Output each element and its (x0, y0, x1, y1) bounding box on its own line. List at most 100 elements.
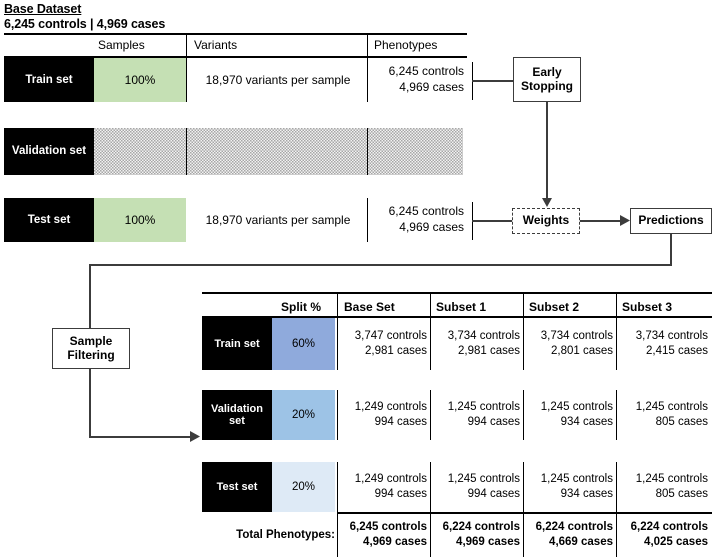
weights-box[interactable]: Weights (512, 208, 580, 234)
cell-controls: 6,224 controls (535, 521, 613, 534)
bottom-total-sep-3 (523, 513, 524, 557)
bottom-row-split-train: 60% (272, 318, 335, 370)
cell-cases: 2,801 cases (550, 345, 613, 357)
cell-cases: 994 cases (374, 416, 427, 428)
bottom-row3-sep-4 (616, 462, 617, 512)
top-row-samples-train: 100% (94, 58, 186, 102)
cell-cases: 2,415 cases (645, 345, 708, 357)
top-row-hatched-phenotypes (368, 128, 463, 175)
cell-controls: 1,245 controls (447, 401, 520, 414)
bottom-row3-sep-2 (430, 462, 431, 512)
cell-cases: 4,025 cases (644, 536, 708, 548)
earlystopping-to-weights-line (546, 102, 548, 200)
bottom-header-sep-3 (523, 293, 524, 316)
cell-controls: 1,245 controls (635, 473, 708, 486)
bottom-row-label-validation: Validation set (202, 390, 272, 440)
cell-cases: 994 cases (467, 488, 520, 500)
page-title: Base Dataset (4, 2, 82, 16)
bottom-row2-sep-4 (616, 390, 617, 440)
bottom-col-header-subset-2: Subset 2 (529, 300, 580, 314)
early-stopping-box[interactable]: Early Stopping (513, 57, 581, 102)
bottom-row-validation-base-set: 1,249 controls 994 cases (341, 390, 431, 440)
cell-cases: 4,969 cases (456, 536, 520, 548)
top-row-hatched-variants (187, 128, 367, 175)
predictions-left-line (89, 264, 672, 266)
predictions-down-line (670, 234, 672, 265)
sample-filtering-to-table-arrowhead (190, 431, 200, 442)
top-row-phenotypes-test-controls: 6,245 controls (388, 204, 464, 219)
bottom-row2-sep-1 (337, 390, 338, 440)
predictions-box[interactable]: Predictions (630, 208, 712, 234)
cell-cases: 934 cases (560, 488, 613, 500)
cell-controls: 1,245 controls (540, 473, 613, 486)
bottom-col-header-subset-1: Subset 1 (436, 300, 487, 314)
cell-cases: 2,981 cases (364, 345, 427, 357)
top-row-label-validation: Validation set (4, 128, 94, 175)
top-row-phenotypes-train-controls: 6,245 controls (388, 64, 464, 79)
cell-controls: 1,249 controls (354, 401, 427, 414)
sample-filtering-in-line (89, 305, 91, 329)
cell-controls: 1,245 controls (447, 473, 520, 486)
cell-cases: 4,669 cases (549, 536, 613, 548)
bottom-row-train-base-set: 3,747 controls 2,981 cases (341, 318, 431, 370)
bottom-table-top-rule (202, 292, 712, 294)
cell-controls: 6,224 controls (630, 521, 708, 534)
top-col-header-variants: Variants (194, 38, 238, 52)
bottom-row1-sep-3 (523, 318, 524, 370)
bottom-header-sep-4 (616, 293, 617, 316)
cell-cases: 2,981 cases (457, 345, 520, 357)
top-row1-sep-1 (186, 58, 187, 102)
sample-filtering-out-line (89, 369, 91, 437)
cell-cases: 4,969 cases (363, 536, 427, 548)
bottom-row-test-subset-3: 1,245 controls 805 cases (620, 462, 712, 512)
bottom-row-train-subset-2: 3,734 controls 2,801 cases (527, 318, 617, 370)
total-subset-3: 6,224 controls 4,025 cases (620, 513, 712, 557)
bottom-row-test-subset-2: 1,245 controls 934 cases (527, 462, 617, 512)
sample-filtering-box[interactable]: Sample Filtering (52, 328, 130, 369)
bottom-row-test-base-set: 1,249 controls 994 cases (341, 462, 431, 512)
bottom-row-split-test: 20% (272, 462, 335, 512)
top-table-top-rule (4, 33, 467, 35)
cell-controls: 1,245 controls (635, 401, 708, 414)
top-col-header-phenotypes: Phenotypes (374, 38, 438, 52)
bottom-row1-sep-2 (430, 318, 431, 370)
top-header-sep-1 (186, 34, 187, 56)
early-stopping-label: Early Stopping (521, 64, 573, 93)
weights-label: Weights (522, 213, 570, 228)
cell-controls: 1,249 controls (354, 473, 427, 486)
cell-controls: 1,245 controls (540, 401, 613, 414)
bottom-row1-sep-4 (616, 318, 617, 370)
bottom-row-test-subset-1: 1,245 controls 994 cases (434, 462, 524, 512)
top-row-label-test: Test set (4, 198, 94, 242)
bottom-row-validation-subset-2: 1,245 controls 934 cases (527, 390, 617, 440)
bottom-table-header-rule (202, 316, 712, 318)
total-base-set: 6,245 controls 4,969 cases (341, 513, 431, 557)
top-row-variants-train: 18,970 variants per sample (205, 72, 351, 87)
predictions-label: Predictions (638, 213, 704, 228)
bottom-total-sep-2 (430, 513, 431, 557)
bottom-row3-sep-3 (523, 462, 524, 512)
bottom-total-sep-4 (616, 513, 617, 557)
bottom-row-label-train: Train set (202, 318, 272, 370)
bottom-total-sep-1 (337, 513, 338, 557)
bottom-col-header-subset-3: Subset 3 (622, 300, 673, 314)
bottom-row-validation-subset-3: 1,245 controls 805 cases (620, 390, 712, 440)
top-row-label-train: Train set (4, 58, 94, 102)
top-header-sep-2 (367, 34, 368, 56)
bottom-col-header-split: Split % (281, 300, 322, 314)
top-table-header-rule (4, 56, 467, 58)
total-phenotypes-label: Total Phenotypes: (236, 529, 335, 541)
cell-controls: 3,734 controls (540, 330, 613, 343)
top-row2-sep-2 (367, 128, 368, 175)
bottom-row2-sep-3 (523, 390, 524, 440)
top-col-header-samples: Samples (98, 38, 145, 52)
bottom-row3-sep-1 (337, 462, 338, 512)
sample-filtering-to-table-line (89, 436, 193, 438)
sample-filtering-label: Sample Filtering (67, 333, 115, 362)
top-row1-sep-2 (367, 58, 368, 102)
bottom-row2-sep-2 (430, 390, 431, 440)
earlystopping-to-weights-arrowhead (542, 198, 552, 207)
cell-cases: 805 cases (655, 488, 708, 500)
bottom-row-train-subset-1: 3,734 controls 2,981 cases (434, 318, 524, 370)
